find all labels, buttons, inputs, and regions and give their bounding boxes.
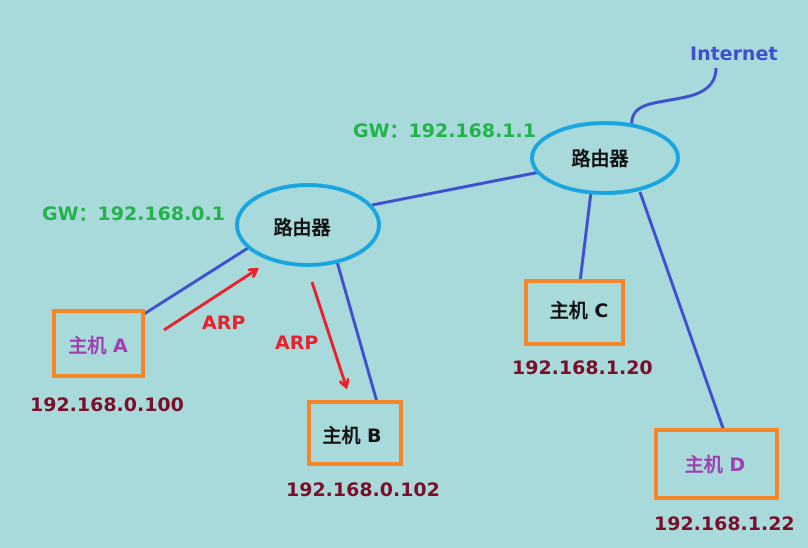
host-c-box xyxy=(524,279,625,346)
router-2-shape xyxy=(530,121,680,195)
link-router1-router2 xyxy=(371,170,541,207)
host-c-ip: 192.168.1.20 xyxy=(512,357,653,379)
link-router2-host-d xyxy=(638,191,726,432)
arp-arrow-2: ARP xyxy=(275,281,346,386)
arp-arrow-1-label: ARP xyxy=(202,312,245,334)
internet-label: Internet xyxy=(690,43,777,65)
host-c-label: 主机 C xyxy=(550,300,609,322)
router-2-label: 路由器 xyxy=(571,147,629,170)
link-router1-host-a xyxy=(143,246,249,316)
host-b[interactable]: 主机 B xyxy=(307,400,403,466)
arp-arrow-2-line xyxy=(310,281,346,386)
router-1-label: 路由器 xyxy=(273,216,331,239)
router-1-gateway: GW：192.168.0.1 xyxy=(42,203,225,225)
host-a-label: 主机 A xyxy=(68,335,128,357)
host-a-ip: 192.168.0.100 xyxy=(30,394,184,416)
arp-arrow-1: ARP xyxy=(163,270,256,334)
internet-link xyxy=(630,67,718,129)
host-a[interactable]: 主机 A xyxy=(52,309,145,378)
host-d-ip: 192.168.1.22 xyxy=(654,513,795,535)
link-router1-host-b xyxy=(334,257,379,403)
router-1[interactable]: 路由器 xyxy=(235,183,381,267)
router-2-gateway: GW：192.168.1.1 xyxy=(353,120,536,142)
arp-arrow-1-line xyxy=(163,270,256,332)
links xyxy=(143,67,726,432)
host-d-label: 主机 D xyxy=(685,454,745,476)
host-d-box xyxy=(654,428,779,500)
router-2[interactable]: 路由器 xyxy=(530,121,680,195)
link-router2-host-c xyxy=(578,191,593,283)
router-1-shape xyxy=(235,183,381,267)
host-b-ip: 192.168.0.102 xyxy=(286,479,440,501)
host-b-box xyxy=(307,400,403,466)
host-a-box xyxy=(52,309,145,378)
host-c[interactable]: 主机 C xyxy=(524,279,625,346)
host-b-label: 主机 B xyxy=(322,425,381,447)
arp-arrow-2-label: ARP xyxy=(275,332,318,354)
host-d[interactable]: 主机 D xyxy=(654,428,779,500)
